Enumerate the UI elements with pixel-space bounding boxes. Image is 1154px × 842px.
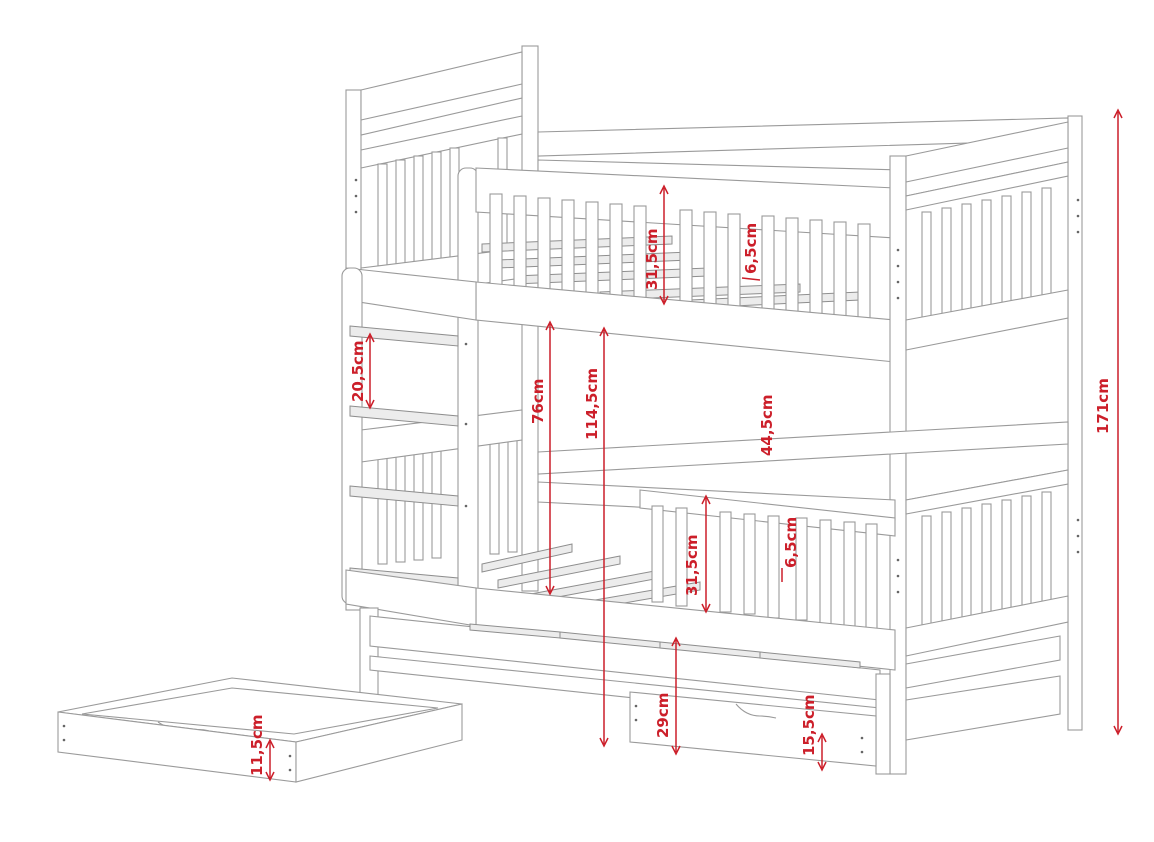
upper-bed: [345, 117, 1069, 617]
trundle-side: [905, 635, 1061, 689]
loose-drawer-inner: [81, 687, 439, 735]
dim-label-drawer-height-loose: 11,5cm: [248, 714, 266, 776]
right-post-holes: [896, 198, 1080, 594]
dim-label-upper-lower-gap: 44,5cm: [758, 394, 776, 456]
right-bottom-board: [905, 595, 1069, 657]
ladder-step-3: [349, 485, 459, 507]
drawer-front: [629, 691, 877, 767]
trundle-drawer-side: [905, 675, 1061, 741]
dim-label-top-rail-height: 31,5cm: [643, 228, 661, 290]
ladder-step-2: [349, 405, 459, 427]
left-upper-rail: [360, 115, 523, 169]
right-front-post: [889, 155, 907, 775]
upper-guard-bars: [489, 193, 871, 333]
dim-label-lower-bed-clearance: 76cm: [529, 379, 547, 424]
dim-label-bottom-rail-height: 31,5cm: [683, 534, 701, 596]
right-back-post: [1067, 115, 1083, 731]
ladder-right-post: [457, 167, 479, 617]
drawer-handle-cutout: [735, 703, 777, 719]
dimension-lines: [265, 108, 1123, 782]
dim-label-top-slat-gap: 6,5cm: [742, 223, 760, 274]
trundle-right-leg: [875, 673, 891, 775]
right-footboard: [889, 115, 1083, 775]
dim-label-ladder-step-spacing: 20,5cm: [349, 340, 367, 402]
loose-drawer-side: [295, 703, 463, 783]
dim-label-bottom-slat-gap: 6,5cm: [782, 517, 800, 568]
right-upper-rail: [905, 161, 1069, 211]
right-lower-rail: [905, 469, 1069, 515]
drawer-under-bed: [629, 691, 877, 767]
dimension-labels: 31,5cm 6,5cm 20,5cm 76cm 114,5cm 44,5cm …: [248, 223, 1112, 776]
loose-drawer: [57, 677, 463, 783]
dim-label-lower-bed-floor-height: 29cm: [654, 693, 672, 738]
trundle-slats: [469, 623, 861, 669]
dim-label-upper-bed-height: 114,5cm: [583, 368, 601, 440]
ladder-left-post: [341, 267, 363, 605]
lower-back-rail: [537, 421, 1069, 475]
dim-label-drawer-height-front: 15,5cm: [800, 694, 818, 756]
right-middle-board: [905, 289, 1069, 351]
dim-label-total-height: 171cm: [1094, 378, 1112, 434]
ladder-step-1: [349, 325, 459, 347]
lower-bed: [345, 421, 1069, 671]
